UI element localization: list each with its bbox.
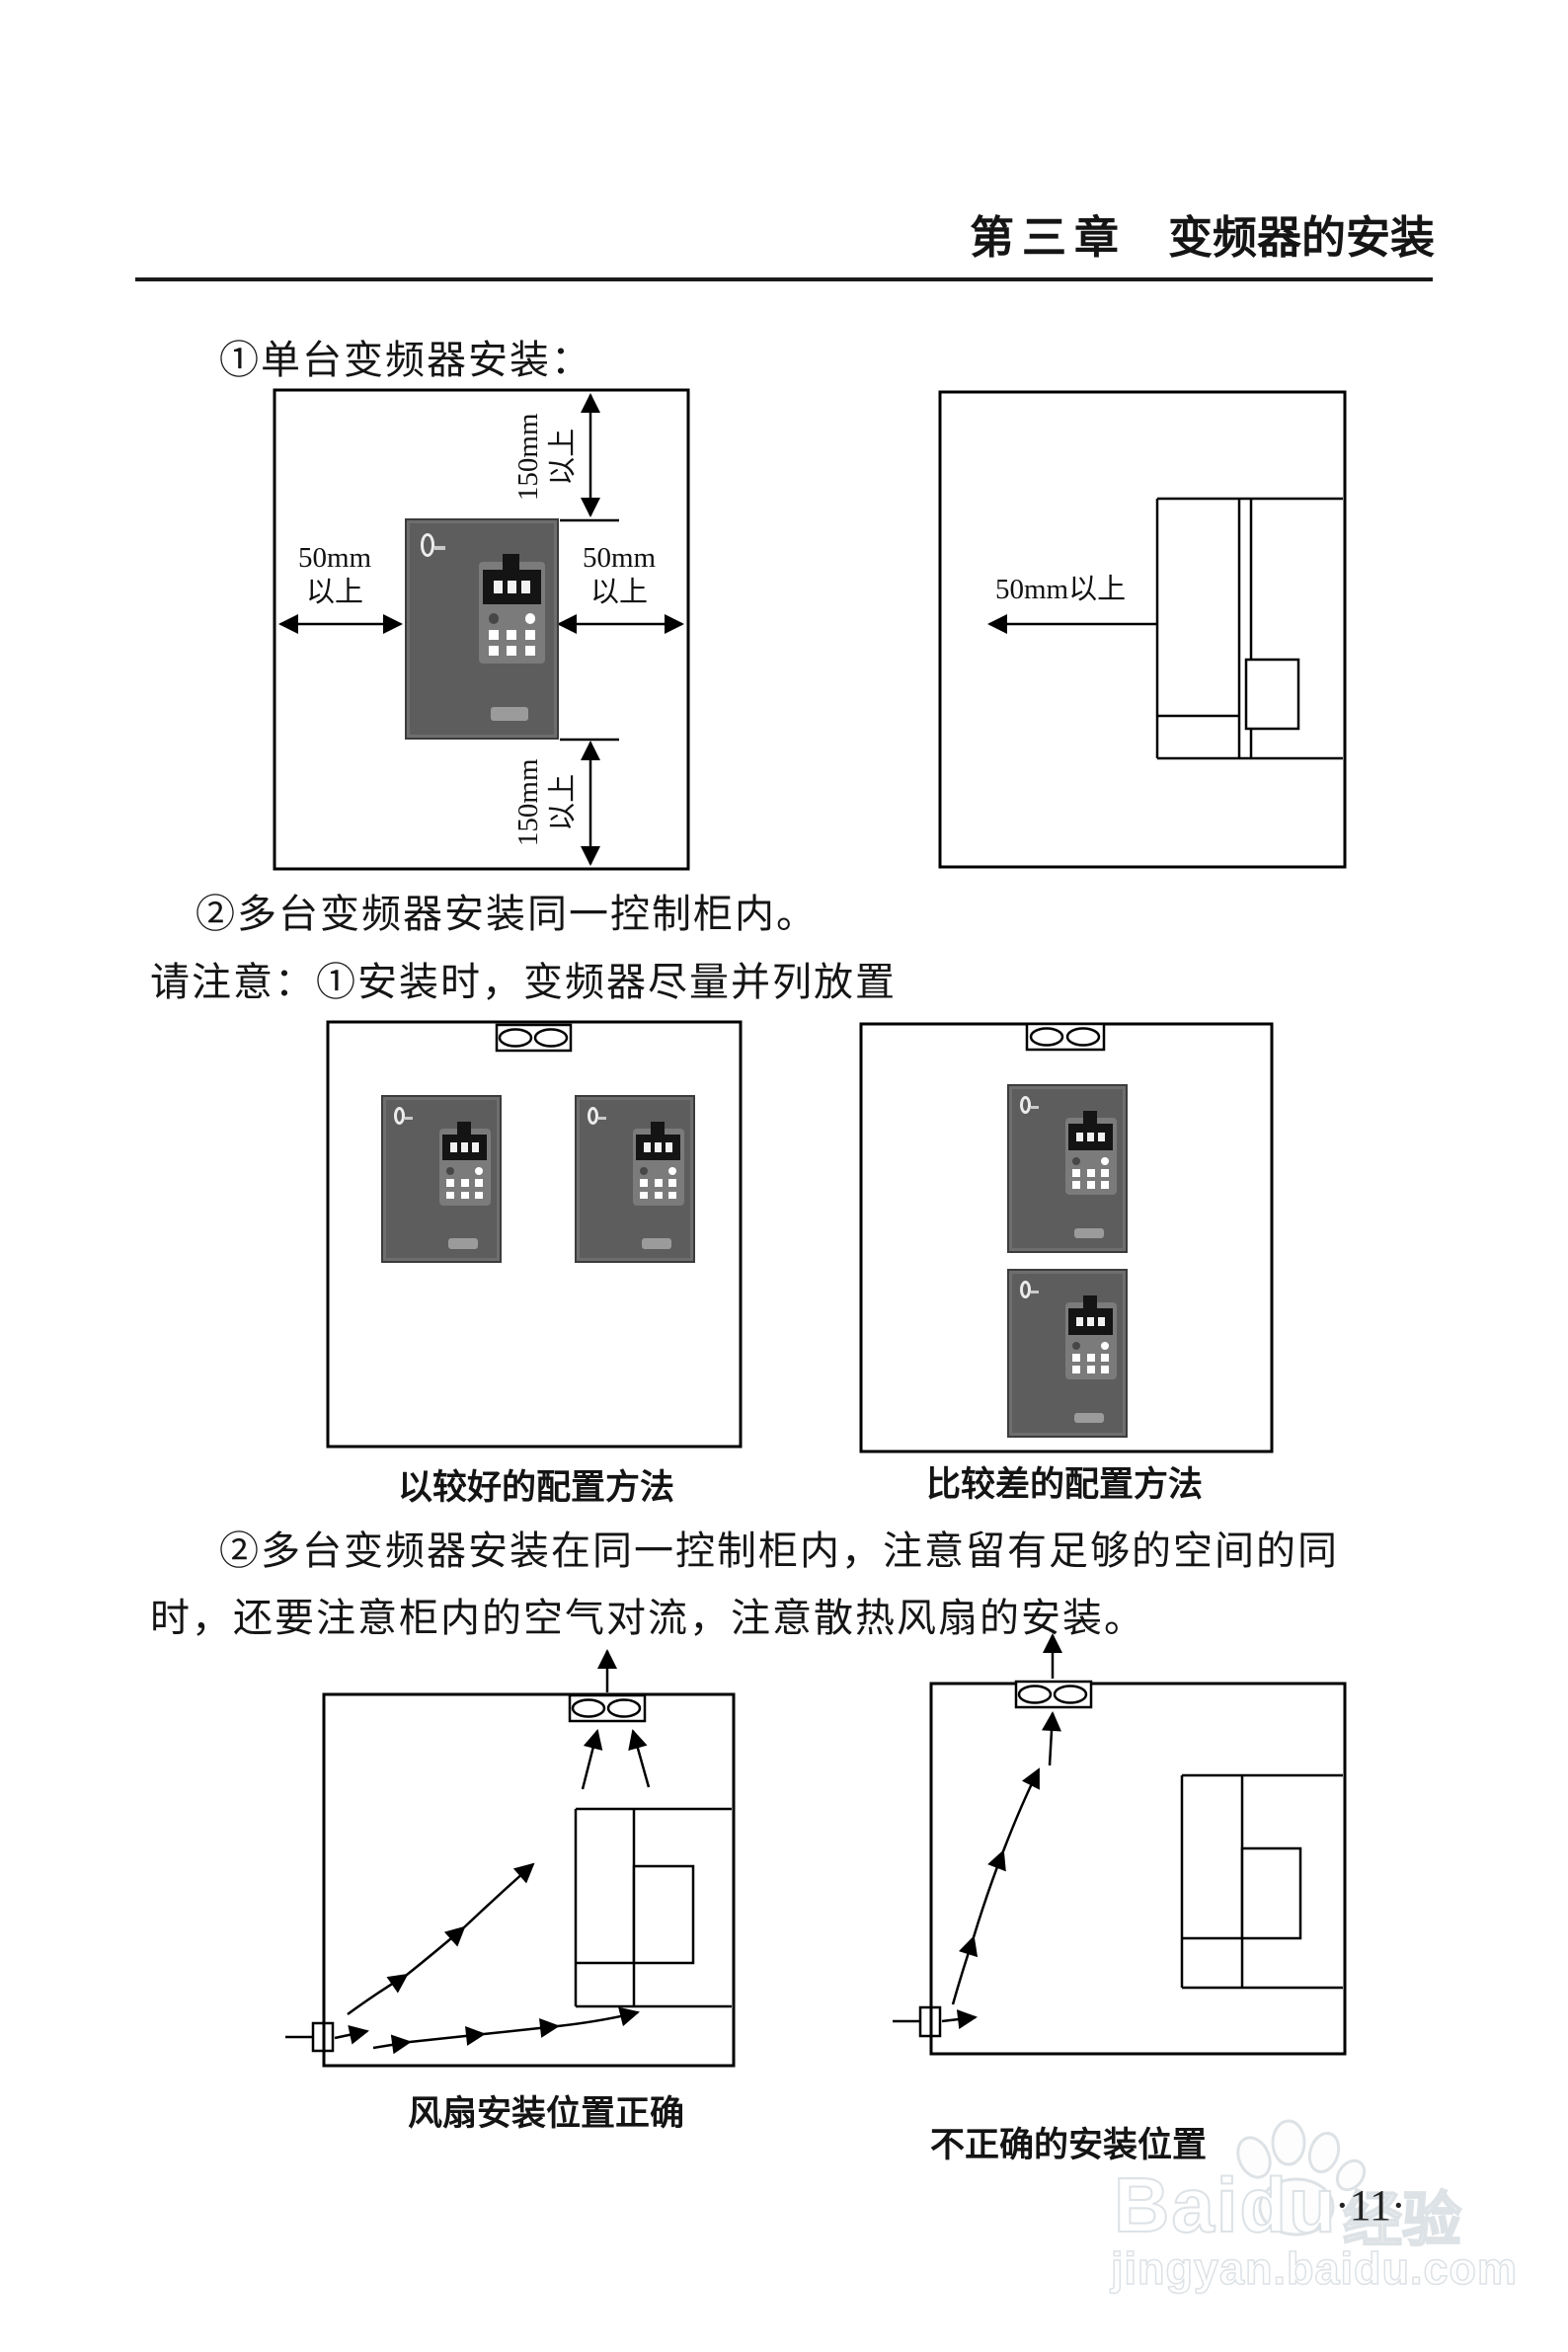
air-inlet: [285, 2021, 369, 2053]
clearance-unit: 以上: [547, 428, 579, 486]
keypad-buttons: [637, 1165, 679, 1202]
cooling-fan-icon-incorrect: [1014, 1680, 1093, 1709]
cabinet-fan-correct: [322, 1692, 736, 2068]
inverter-front: [1007, 1269, 1128, 1438]
clearance-unit: 以上: [547, 773, 579, 831]
clearance-label-right: 50mm 以上: [562, 541, 676, 610]
clearance-value: 150mm: [512, 413, 545, 502]
keypad-buttons: [1069, 1154, 1112, 1191]
display: [1067, 1123, 1114, 1150]
cooling-fan-icon-bad: [1025, 1022, 1106, 1052]
cabinet-single-front: [273, 388, 690, 871]
inverter-front: [381, 1095, 502, 1263]
watermark-url: jingyan.baidu.com: [1110, 2242, 1519, 2295]
airflow-arrow-upper: [347, 1862, 535, 2016]
caption-fan-correct: 风扇安装位置正确: [407, 2094, 685, 2133]
panel-tab: [503, 553, 520, 571]
display: [635, 1134, 681, 1161]
inverter-side-view-correct: [574, 1807, 732, 2008]
paw-icon: [1236, 2119, 1367, 2236]
model-label: [1074, 1227, 1104, 1239]
clearance-label-top: 150mm 以上: [511, 403, 581, 511]
brand-logo-icon: [587, 1106, 607, 1126]
cooling-fan-icon-good: [495, 1023, 573, 1053]
header-rule: [135, 277, 1433, 281]
panel-tab: [651, 1122, 665, 1135]
caption-better-layout: 以较好的配置方法: [397, 1468, 675, 1507]
display: [441, 1134, 488, 1161]
caption-worse-layout: 比较差的配置方法: [925, 1465, 1204, 1504]
brand-logo-icon: [1019, 1281, 1040, 1299]
paragraph-note: 请注意：①安装时，变频器尽量并列放置: [150, 960, 897, 1004]
keypad-panel: [1064, 1295, 1117, 1380]
keypad-panel: [1064, 1111, 1117, 1196]
fan-correct-diagram: [285, 1649, 732, 2055]
fan-incorrect-diagram: [893, 1633, 1343, 2038]
brand-logo-icon: [420, 533, 445, 558]
keypad-buttons: [485, 610, 539, 659]
cabinet-fan-incorrect: [929, 1682, 1347, 2056]
panel-tab: [1083, 1295, 1097, 1308]
inverter-front: [1007, 1084, 1128, 1253]
inverter-front: [575, 1095, 695, 1263]
watermark-brand: Baidu: [1113, 2160, 1338, 2249]
cabinet-good-layout: [326, 1020, 743, 1449]
clearance-arrows: [278, 393, 684, 866]
display: [482, 570, 541, 605]
paragraph-spacing-line2: 时，还要注意柜内的空气对流，注意散热风扇的安装。: [150, 1596, 1145, 1640]
cooling-fan-icon-correct: [568, 1693, 647, 1723]
model-label: [1074, 1412, 1104, 1424]
keypad-buttons: [1069, 1339, 1112, 1375]
paragraph-spacing-line1: ②多台变频器安装在同一控制柜内，注意留有足够的空间的同: [219, 1529, 1339, 1573]
clearance-label-bottom: 150mm 以上: [511, 748, 581, 857]
cabinet-outlines: [273, 388, 1347, 2068]
clearance-unit: 以上: [589, 576, 648, 608]
model-label: [448, 1237, 478, 1249]
chapter-header: 第三章变频器的安装: [970, 201, 1435, 266]
model-label: [642, 1237, 671, 1249]
airflow-arrow-rising: [951, 1767, 1041, 2005]
cabinet-single-side: [938, 390, 1347, 869]
brand-logo-icon: [393, 1106, 414, 1126]
keypad-panel: [438, 1122, 491, 1206]
paragraph-single-install: ①单台变频器安装：: [219, 338, 592, 382]
inverter-front: [405, 518, 559, 740]
paragraph-multi-install: ②多台变频器安装同一控制柜内。: [196, 892, 818, 936]
side-clearance-label: 50mm以上: [995, 574, 1127, 605]
panel-tab: [1083, 1111, 1097, 1124]
clearance-value: 150mm: [512, 758, 545, 847]
watermark-brand-suffix: 经验: [1342, 2186, 1462, 2254]
keypad-buttons: [443, 1165, 486, 1202]
chapter-number: 第三章: [969, 213, 1127, 263]
inverter-side-view: [987, 497, 1343, 760]
page-number: ·11·: [1335, 2181, 1406, 2230]
keypad-panel: [478, 553, 545, 665]
display: [1067, 1307, 1114, 1335]
chapter-title: 变频器的安装: [1167, 213, 1435, 263]
brand-logo-icon: [1019, 1096, 1040, 1115]
clearance-unit: 以上: [305, 576, 363, 608]
panel-tab: [457, 1122, 471, 1135]
caption-fan-incorrect: 不正确的安装位置: [929, 2126, 1208, 2164]
air-inlet: [893, 2005, 978, 2038]
clearance-label-left: 50mm 以上: [277, 541, 392, 610]
keypad-panel: [632, 1122, 684, 1206]
model-label: [491, 707, 529, 722]
clearance-value: 50mm: [582, 542, 657, 574]
clearance-value: 50mm: [297, 542, 372, 574]
airflow-arrow-lower: [372, 2006, 640, 2055]
inverter-side-view-incorrect: [1180, 1773, 1343, 1990]
